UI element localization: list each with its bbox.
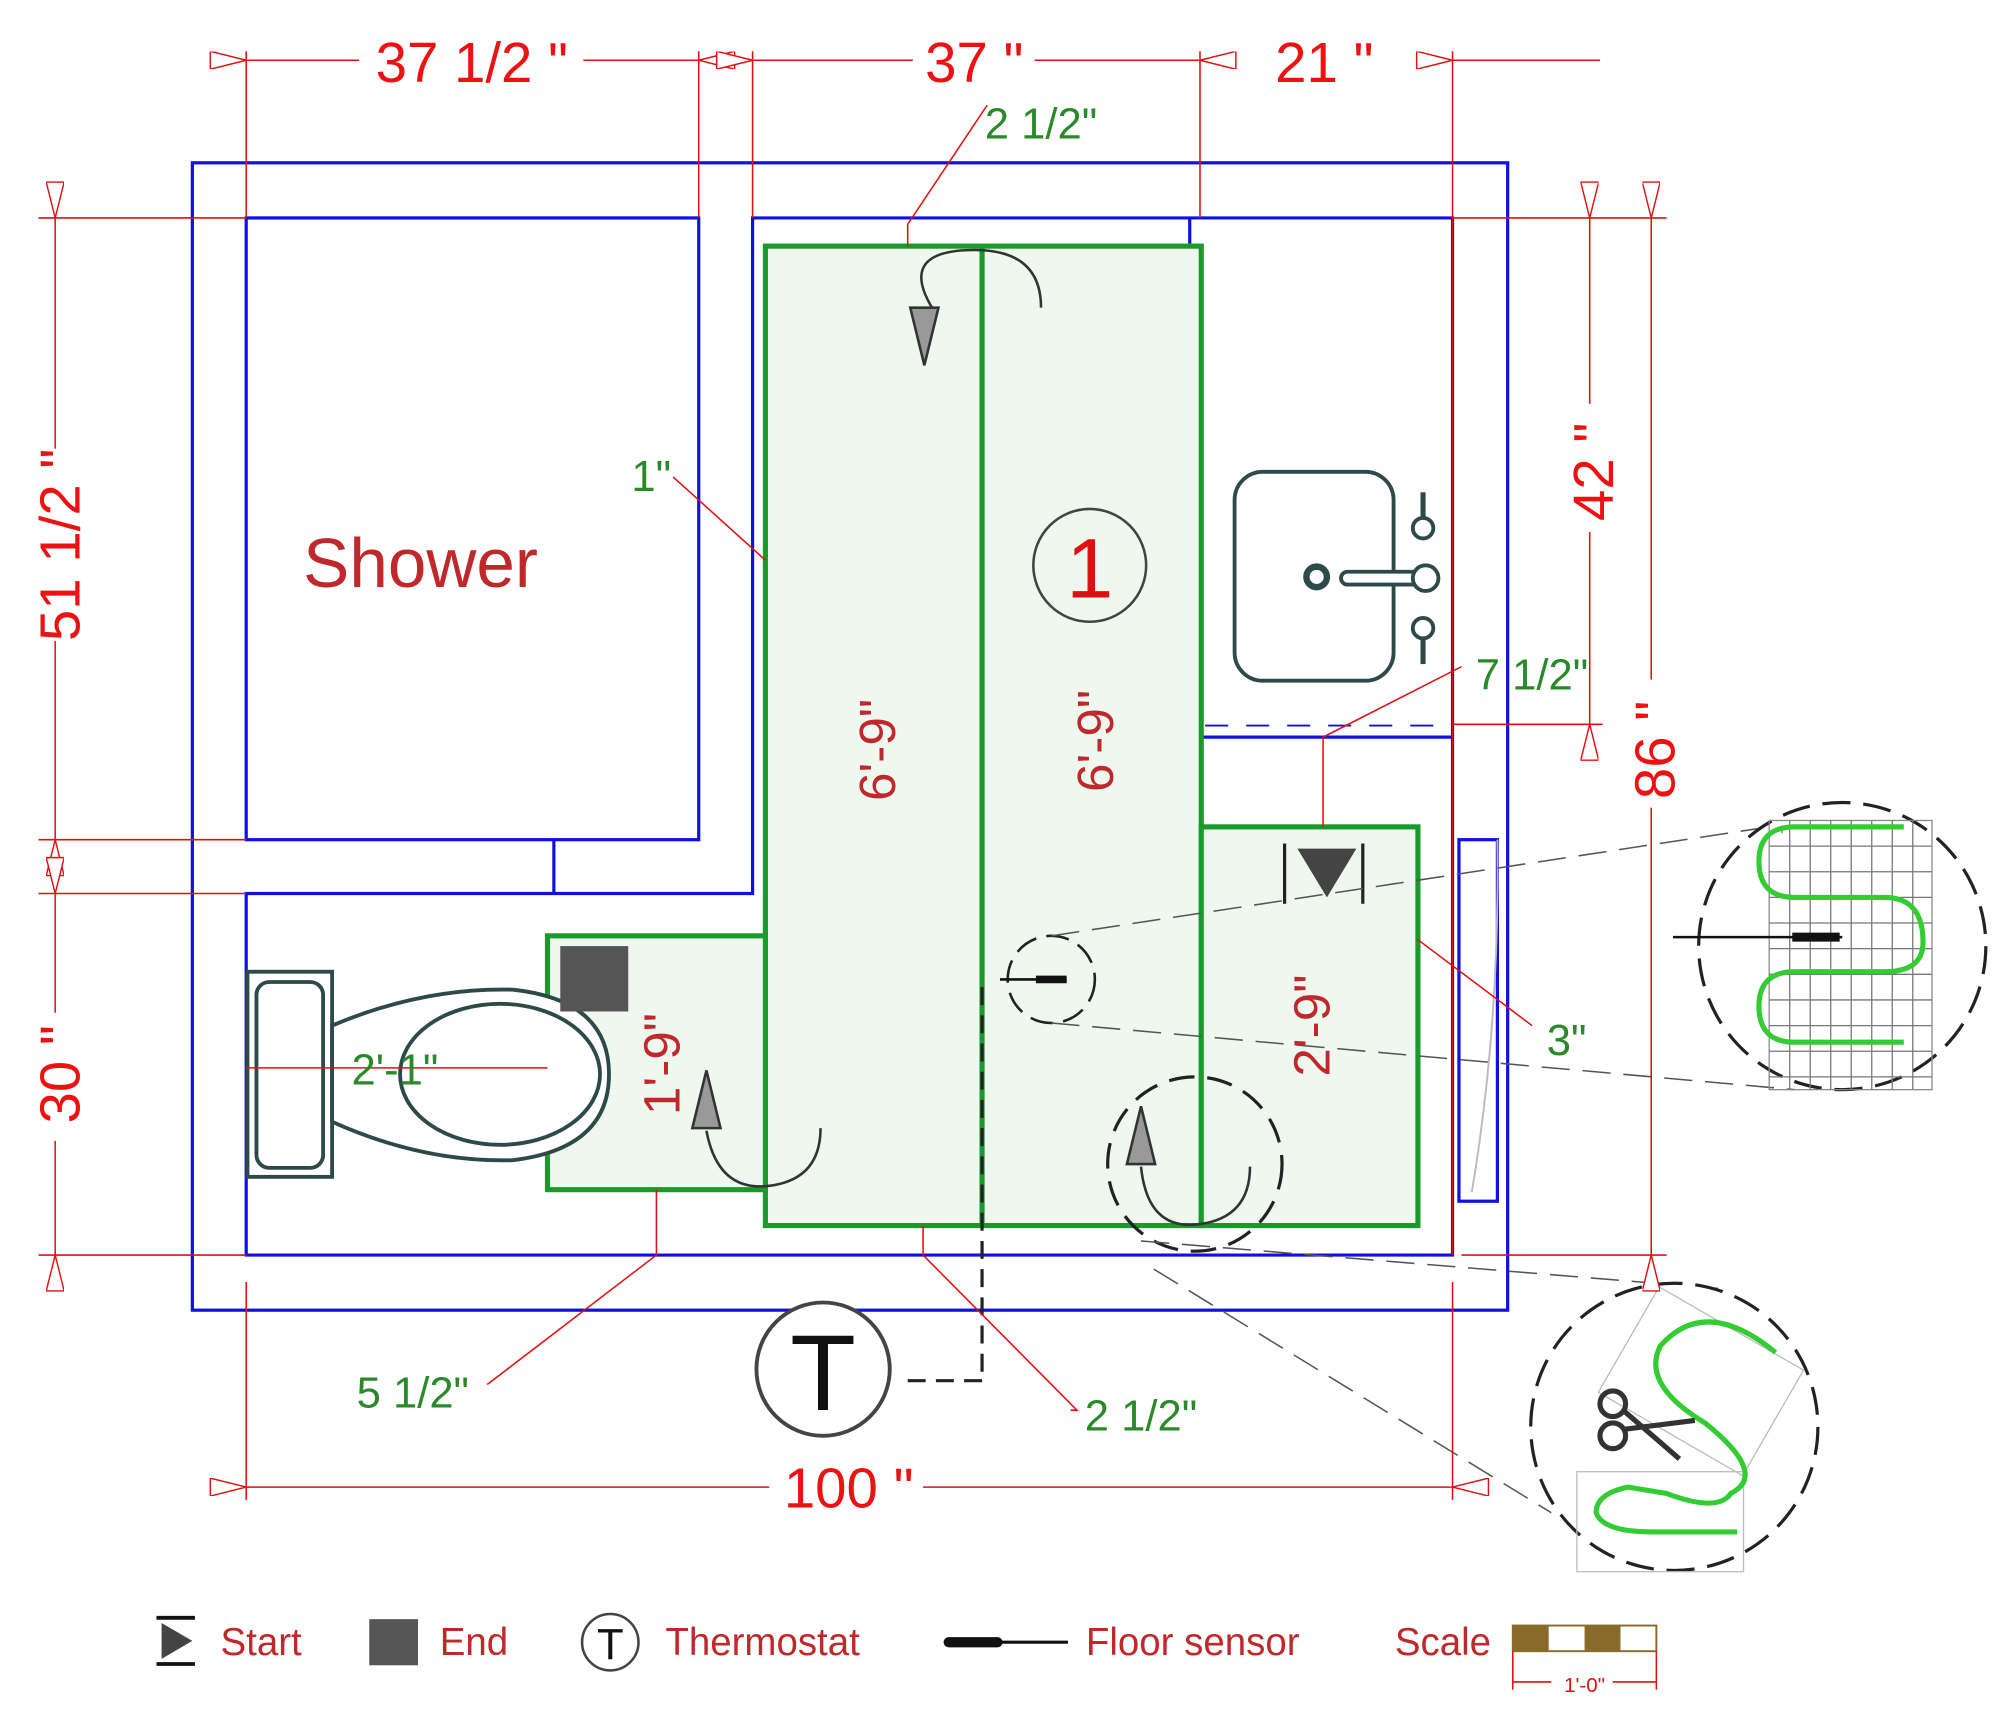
run-length-b: 6'-9" xyxy=(1067,690,1124,792)
legend-thermostat: Thermostat xyxy=(665,1621,860,1664)
zone-number: 1 xyxy=(1066,520,1113,615)
sensor-detail xyxy=(1673,800,1988,1092)
direction-arrow xyxy=(1125,1106,1157,1166)
offset-top: 2 1/2" xyxy=(985,100,1097,148)
start-arrow xyxy=(908,306,941,366)
offset-door: 3" xyxy=(1547,1017,1587,1065)
start-marker xyxy=(1297,848,1357,898)
toilet xyxy=(245,969,611,1179)
dim-left-lower: 30 " xyxy=(29,1025,92,1123)
dim-top-right: 21 " xyxy=(1275,31,1373,94)
legend-thermostat-symbol: T xyxy=(597,1621,624,1669)
thermostat-symbol: T xyxy=(790,1313,856,1433)
heating-zone-door xyxy=(1198,824,1421,1229)
legend-start: Start xyxy=(221,1621,302,1664)
shower-label: Shower xyxy=(303,524,538,602)
dim-right-outer: 86 " xyxy=(1623,701,1686,799)
sink xyxy=(1232,469,1441,683)
direction-arrow xyxy=(690,1070,723,1130)
dim-top-left: 37 1/2 " xyxy=(376,31,568,94)
door xyxy=(1457,838,1500,1203)
legend: Start End T Thermostat Floor sensor Scal… xyxy=(156,1612,1658,1697)
legend-floor-sensor: Floor sensor xyxy=(1086,1621,1300,1664)
offset-shower: 1" xyxy=(631,453,671,501)
offset-toilet: 2'-1" xyxy=(352,1047,439,1095)
zone-number-circle xyxy=(1032,507,1148,624)
dim-bottom: 100 " xyxy=(784,1457,914,1520)
cut-detail-circle xyxy=(1106,1075,1284,1253)
end-marker xyxy=(560,946,629,1012)
offset-vanity: 7 1/2" xyxy=(1476,652,1588,700)
scissors-icon xyxy=(1597,1388,1696,1461)
scale-bar: 1'-0" xyxy=(1511,1624,1658,1697)
legend-scale: Scale xyxy=(1395,1621,1491,1664)
dim-right-inner: 42 " xyxy=(1562,423,1625,521)
dim-top-mid: 37 " xyxy=(925,31,1023,94)
offset-bottom-mid: 2 1/2" xyxy=(1085,1393,1197,1441)
legend-end: End xyxy=(440,1621,508,1664)
cut-detail xyxy=(1529,1281,1820,1573)
scale-value: 1'-0" xyxy=(1564,1674,1605,1697)
shower-enclosure xyxy=(244,216,701,842)
dim-left-upper: 51 1/2 " xyxy=(29,449,92,641)
run-length-d: 1'-9" xyxy=(634,1013,691,1115)
run-length-a: 6'-9" xyxy=(849,699,906,801)
offset-bottom-left: 5 1/2" xyxy=(357,1370,469,1418)
thermostat: T xyxy=(754,1300,892,1438)
run-length-c: 2'-9" xyxy=(1283,975,1340,1077)
